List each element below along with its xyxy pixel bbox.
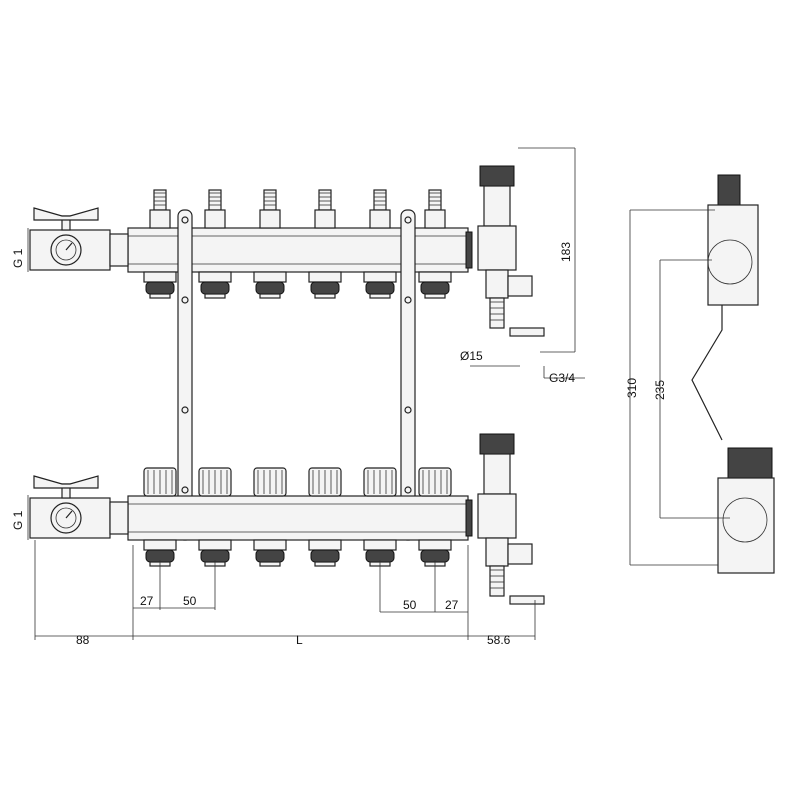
outlet-nut	[308, 539, 342, 551]
outlet-end	[314, 561, 336, 567]
mounting-bracket	[177, 209, 193, 541]
side-vent-top	[717, 174, 741, 206]
drain-valve	[485, 537, 509, 567]
outlet-nut	[143, 271, 177, 283]
label-27-right: 27	[445, 598, 459, 612]
bracket-screw	[404, 486, 412, 494]
label-g1-top: G 1	[11, 248, 25, 268]
label-27-left: 27	[140, 594, 154, 608]
vent-tee	[477, 225, 517, 271]
flow-meter-base	[424, 209, 446, 229]
bracket-screw	[181, 486, 189, 494]
label-drain-thread: G3/4	[549, 371, 575, 385]
side-bottom-cap	[727, 447, 773, 479]
label-183: 183	[559, 242, 573, 262]
thermometer-scale	[55, 507, 77, 529]
flow-meter-base	[369, 209, 391, 229]
manifold-body	[127, 495, 469, 541]
bottom-manifold-bar	[29, 433, 545, 605]
top-manifold-bar	[29, 165, 545, 541]
drain-lever	[507, 543, 533, 565]
bracket-screw	[181, 216, 189, 224]
outlet-end	[314, 293, 336, 299]
bracket-screw	[404, 406, 412, 414]
side-bracket	[691, 305, 723, 441]
vent-tee	[477, 493, 517, 539]
outlet-end	[259, 293, 281, 299]
side-bottom-assembly	[717, 477, 775, 574]
drain-hose-tail	[489, 297, 505, 329]
bracket-screw	[181, 406, 189, 414]
air-vent-cap	[479, 433, 515, 455]
outlet-fitting	[255, 549, 285, 563]
label-L: L	[296, 633, 303, 647]
drain-lever	[507, 275, 533, 297]
outlet-fitting	[200, 281, 230, 295]
outlet-fitting	[145, 281, 175, 295]
outlet-nut	[253, 271, 287, 283]
union-nut	[109, 501, 129, 535]
drain-cap	[509, 595, 545, 605]
outlet-fitting	[310, 549, 340, 563]
label-310: 310	[625, 378, 639, 398]
outlet-end	[149, 293, 171, 299]
outlet-nut	[198, 271, 232, 283]
thermometer-needle	[65, 510, 73, 519]
label-58-6: 58.6	[487, 633, 511, 647]
air-vent-body	[483, 185, 511, 227]
outlet-nut	[308, 271, 342, 283]
air-vent-cap	[479, 165, 515, 187]
outlet-fitting	[420, 281, 450, 295]
outlet-nut	[363, 539, 397, 551]
side-top-assembly	[707, 204, 759, 306]
side-view	[691, 174, 775, 574]
label-g1-bottom: G 1	[11, 510, 25, 530]
outlet-fitting	[365, 281, 395, 295]
outlet-nut	[143, 539, 177, 551]
flow-meter-base	[259, 209, 281, 229]
flow-meter-base	[204, 209, 226, 229]
outlet-end	[424, 293, 446, 299]
label-235: 235	[653, 380, 667, 400]
label-50-left: 50	[183, 594, 197, 608]
end-cap	[465, 231, 473, 269]
outlet-fitting	[255, 281, 285, 295]
butterfly-handle	[33, 207, 99, 221]
drain-valve	[485, 269, 509, 299]
butterfly-handle	[33, 475, 99, 489]
drain-hose-tail	[489, 565, 505, 597]
label-88: 88	[76, 633, 90, 647]
union-nut	[109, 233, 129, 267]
bracket-screw	[181, 296, 189, 304]
outlet-end	[259, 561, 281, 567]
outlet-nut	[418, 539, 452, 551]
outlet-fitting	[310, 281, 340, 295]
side-top-bore	[707, 239, 753, 285]
bracket-screw	[404, 216, 412, 224]
outlet-nut	[363, 271, 397, 283]
dimension-lines	[27, 147, 730, 640]
outlet-end	[369, 293, 391, 299]
flow-meter-base	[314, 209, 336, 229]
label-drain-diameter: Ø15	[460, 349, 483, 363]
outlet-end	[204, 293, 226, 299]
thermometer-needle	[65, 242, 73, 251]
side-bottom-bore	[722, 497, 768, 543]
outlet-nut	[253, 539, 287, 551]
mounting-bracket	[400, 209, 416, 541]
label-50-right: 50	[403, 598, 417, 612]
drain-cap	[509, 327, 545, 337]
bracket-screw	[404, 296, 412, 304]
thermometer-scale	[55, 239, 77, 261]
air-vent-body	[483, 453, 511, 495]
flow-meter-base	[149, 209, 171, 229]
end-cap	[465, 499, 473, 537]
outlet-nut	[418, 271, 452, 283]
outlet-nut	[198, 539, 232, 551]
